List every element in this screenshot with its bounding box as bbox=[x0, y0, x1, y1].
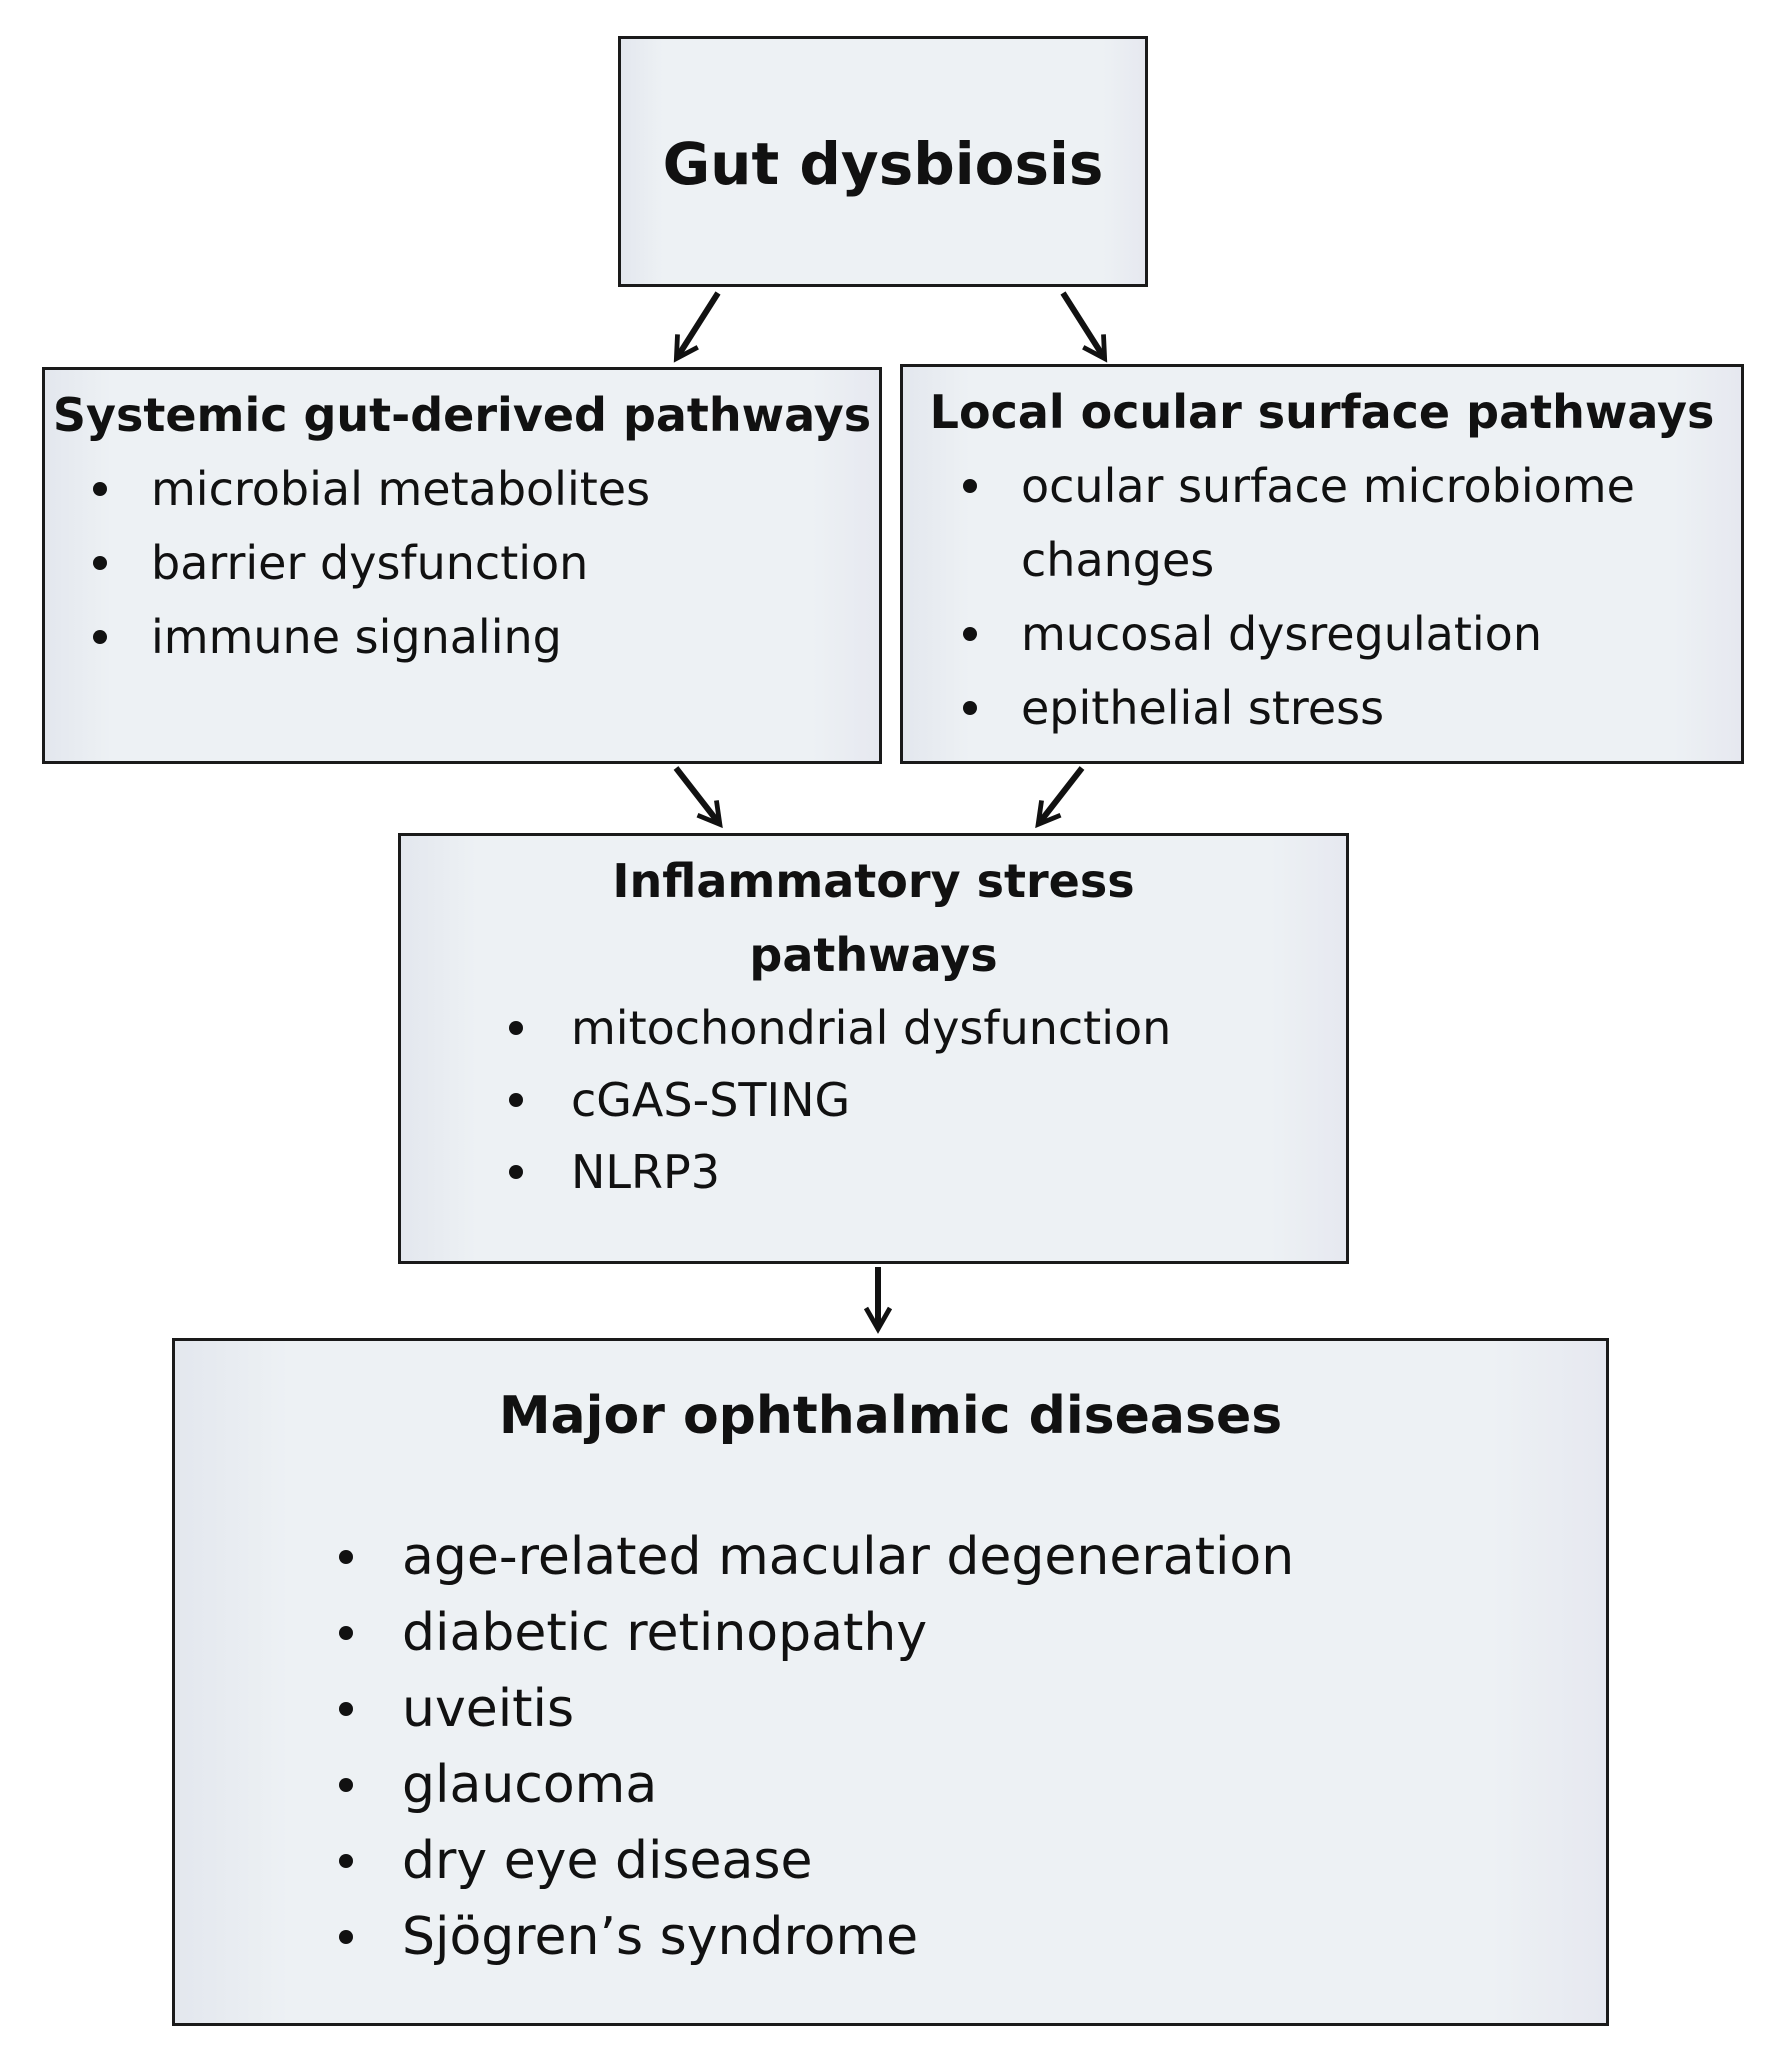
list-item: NLRP3 bbox=[509, 1136, 1346, 1208]
list-item: microbial metabolites bbox=[93, 452, 879, 526]
list-item: epithelial stress bbox=[963, 671, 1711, 745]
arrow-gut-to-systemic bbox=[673, 291, 721, 363]
local-pathways-list: ocular surface microbiome changes mucosa… bbox=[903, 449, 1741, 745]
list-item: glaucoma bbox=[339, 1747, 1606, 1823]
inflammatory-pathways-box: Inflammatory stress pathways mitochondri… bbox=[398, 833, 1349, 1264]
gut-dysbiosis-title: Gut dysbiosis bbox=[662, 130, 1104, 198]
list-item: uveitis bbox=[339, 1671, 1606, 1747]
list-item: ocular surface microbiome changes bbox=[963, 449, 1711, 597]
inflammatory-pathways-list: mitochondrial dysfunction cGAS-STING NLR… bbox=[401, 992, 1346, 1208]
list-item: barrier dysfunction bbox=[93, 526, 879, 600]
list-item: dry eye disease bbox=[339, 1823, 1606, 1899]
list-item: diabetic retinopathy bbox=[339, 1595, 1606, 1671]
list-item: Sjögren’s syndrome bbox=[339, 1899, 1606, 1975]
list-item: cGAS-STING bbox=[509, 1064, 1346, 1136]
major-diseases-list: age-related macular degeneration diabeti… bbox=[175, 1453, 1606, 1975]
major-diseases-title: Major ophthalmic diseases bbox=[498, 1386, 1283, 1446]
list-item: mitochondrial dysfunction bbox=[509, 992, 1346, 1064]
local-pathways-title: Local ocular surface pathways bbox=[929, 385, 1715, 439]
systemic-pathways-title: Systemic gut-derived pathways bbox=[52, 388, 872, 442]
list-item: immune signaling bbox=[93, 600, 879, 674]
systemic-pathways-box: Systemic gut-derived pathways microbial … bbox=[42, 367, 882, 764]
list-item: mucosal dysregulation bbox=[963, 597, 1711, 671]
list-item: age-related macular degeneration bbox=[339, 1519, 1606, 1595]
arrow-local-to-inflammatory bbox=[1035, 766, 1085, 829]
inflammatory-pathways-title: Inflammatory stress pathways bbox=[612, 854, 1135, 982]
arrow-systemic-to-inflammatory bbox=[673, 766, 723, 829]
systemic-pathways-list: microbial metabolites barrier dysfunctio… bbox=[45, 452, 879, 674]
local-pathways-box: Local ocular surface pathways ocular sur… bbox=[900, 364, 1744, 764]
arrow-gut-to-local bbox=[1060, 291, 1108, 363]
gut-dysbiosis-box: Gut dysbiosis bbox=[618, 36, 1148, 287]
major-diseases-box: Major ophthalmic diseases age-related ma… bbox=[172, 1338, 1609, 2026]
